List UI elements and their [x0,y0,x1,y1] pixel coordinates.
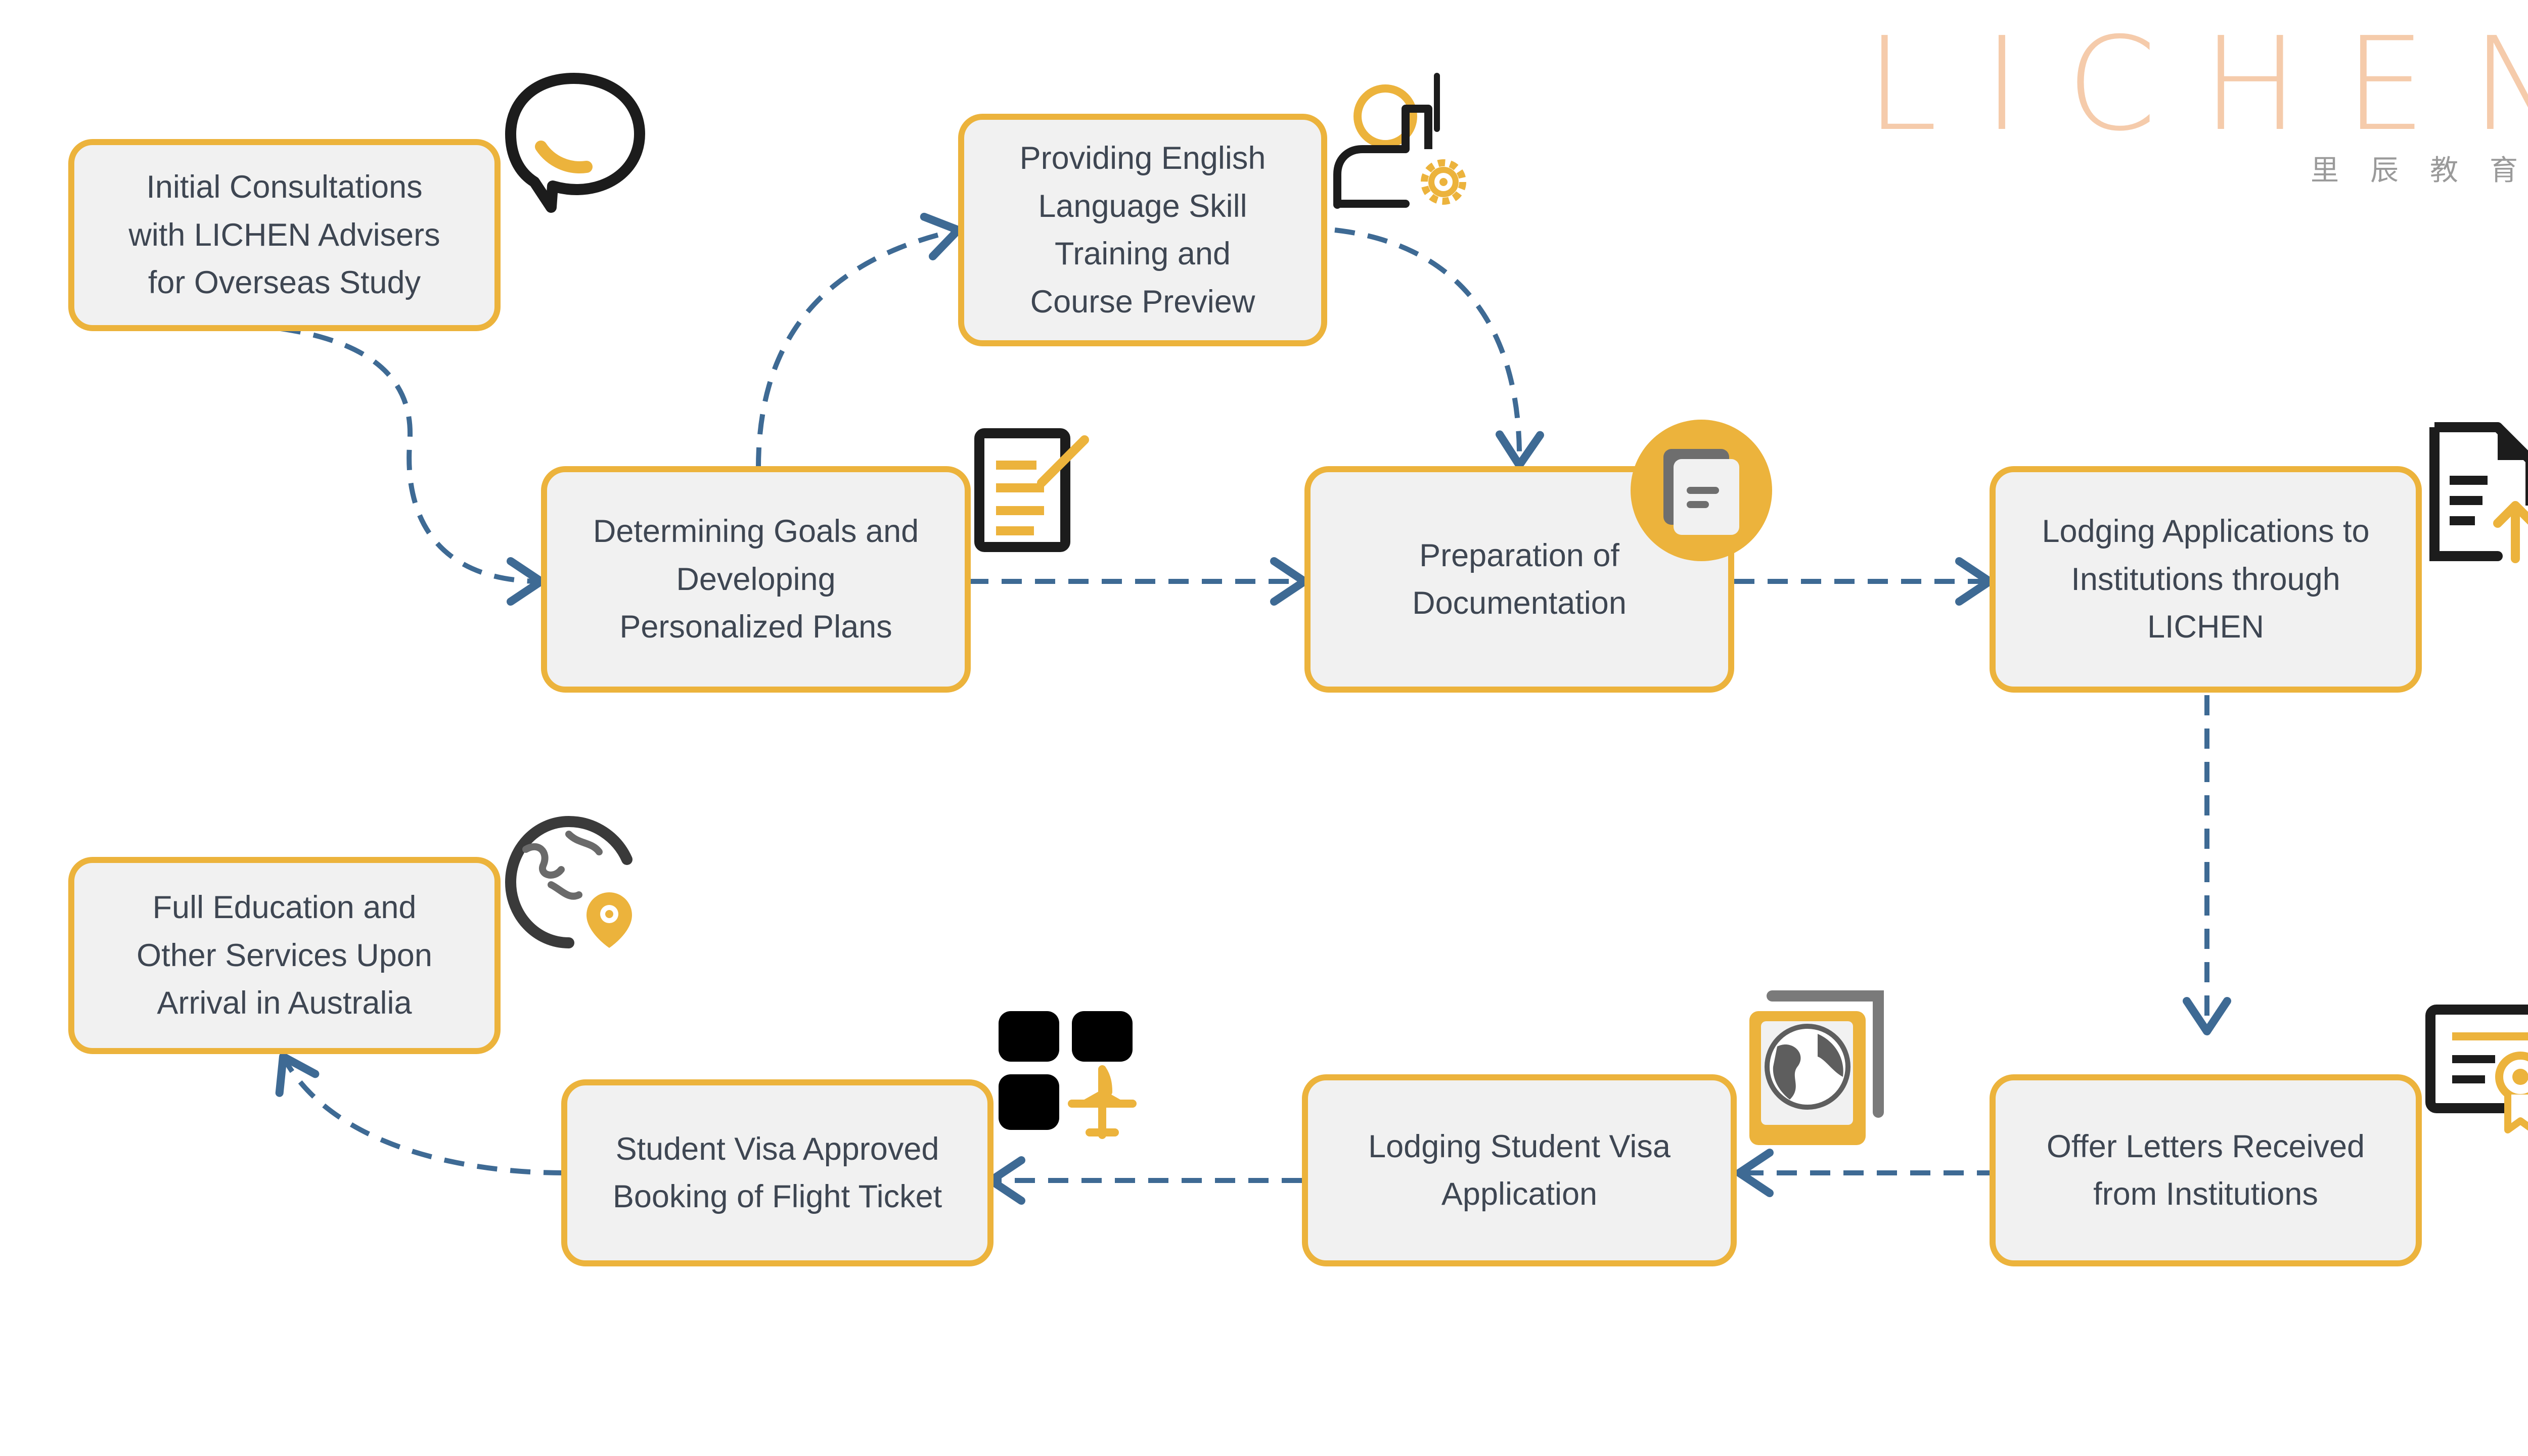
step-initial-consultation: Initial Consultations with LICHEN Advise… [68,139,501,331]
brand-subtitle: 里辰教育 [2311,154,2528,187]
step-determining-goals: Determining Goals and Developing Persona… [541,466,971,693]
step-english-training: Providing English Language Skill Trainin… [958,114,1327,346]
step-offer-letters: Offer Letters Received from Institutions [1990,1074,2422,1266]
step-arrival-services: Full Education and Other Services Upon A… [68,857,501,1054]
arrow-consultation-to-goals [280,326,545,606]
passport-icon [1749,990,1884,1145]
globe-location-icon [505,815,633,948]
trainer-person-gear-icon [1333,73,1466,209]
step-visa-approved: Student Visa Approved Booking of Flight … [561,1079,994,1266]
apps-airplane-icon [999,1011,1137,1139]
arrow-approved-to-arrival [275,1053,564,1175]
speech-bubble-icon [505,73,645,213]
arrow-english-to-documentation [1334,228,1544,469]
certificate-icon [2425,1005,2528,1133]
step-lodging-applications: Lodging Applications to Institutions thr… [1990,466,2422,693]
document-badge-icon [1631,420,1772,561]
document-edit-icon [974,428,1089,552]
brand-logo: LICHEN [1866,10,2528,160]
arrow-goals-to-english [756,212,962,468]
document-upload-icon [2429,422,2528,563]
step-visa-application: Lodging Student Visa Application [1302,1074,1737,1266]
